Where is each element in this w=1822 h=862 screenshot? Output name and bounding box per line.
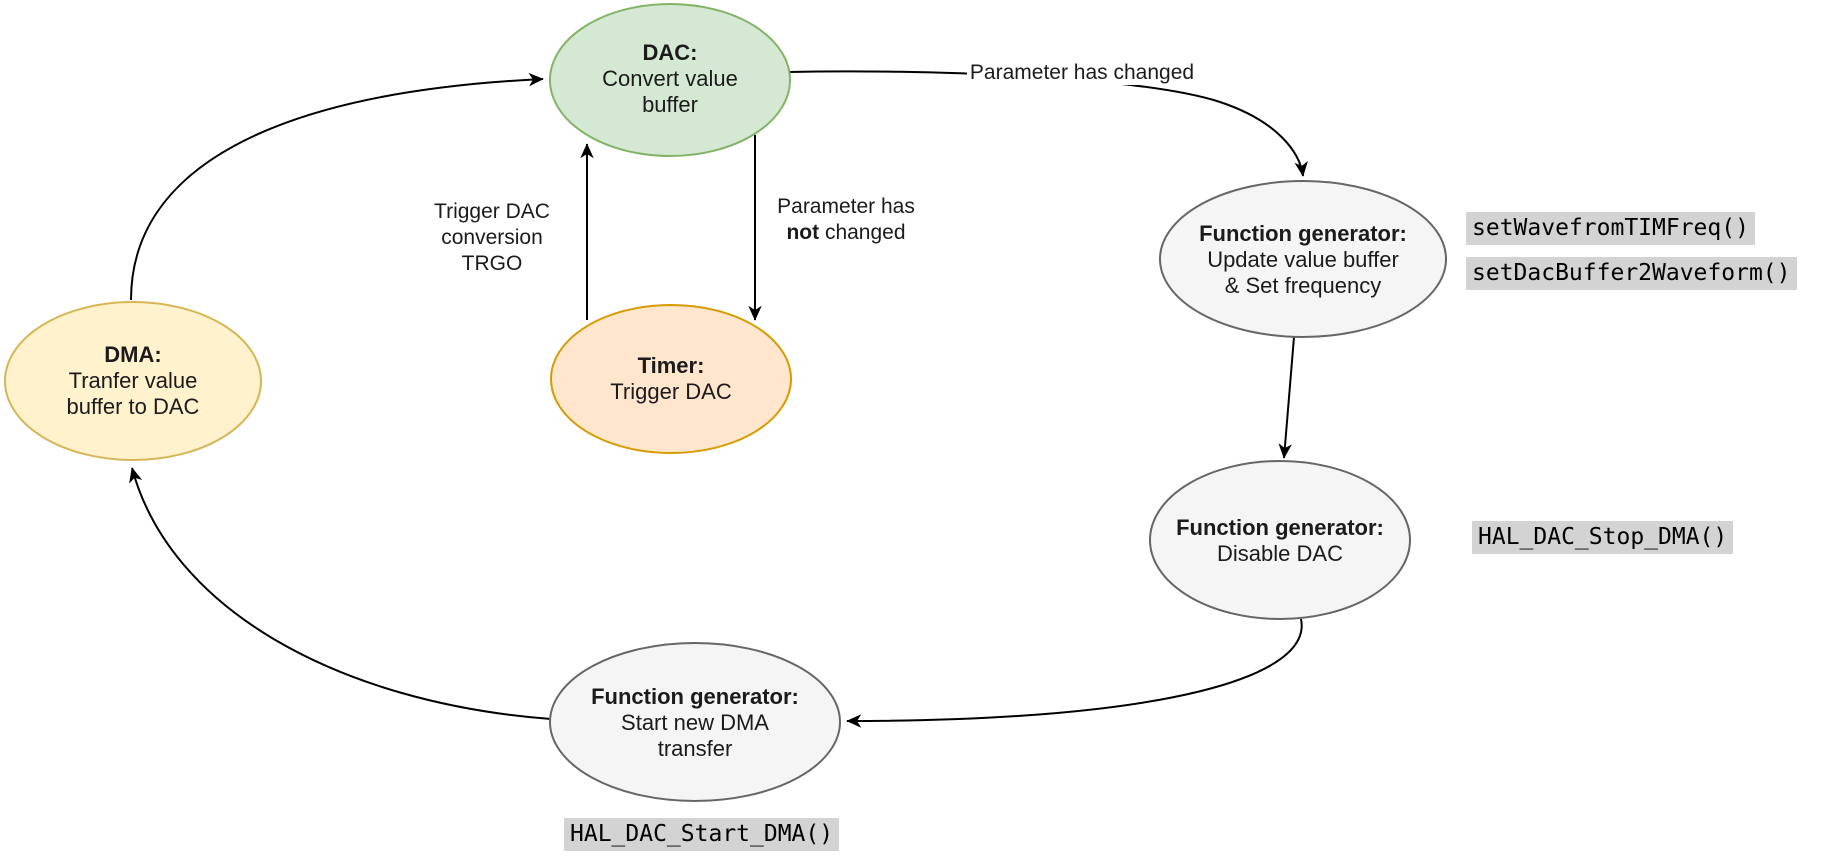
edge-label-line: Parameter has [777,194,915,220]
node-line: transfer [657,736,733,761]
edge-label-trigger-dac-conversion: Trigger DAC conversion TRGO [434,199,550,277]
edge-label-text: changed [819,221,906,244]
node-label-fg-start: Function generator: Start new DMA transf… [591,684,799,762]
node-title: Function generator: [1199,221,1407,246]
node-fg-disable-ellipse [1149,460,1411,620]
node-dac-ellipse [549,3,791,157]
node-line: Tranfer value [68,368,198,393]
arrow-dac-to-fg-update [788,70,1308,177]
node-line: buffer [642,92,698,117]
code-label-set-dac-buffer-2-waveform: setDacBuffer2Waveform() [1466,257,1797,290]
edge-label-parameter-changed: Parameter has changed [966,61,1198,85]
node-label-fg-disable: Function generator: Disable DAC [1176,515,1384,567]
edge-label-text: Parameter has [777,195,915,218]
node-dma-ellipse [4,301,262,461]
node-title: DAC: [642,40,698,65]
node-line: & Set frequency [1224,273,1382,298]
node-title: Function generator: [591,684,799,709]
node-title: Timer: [637,353,705,378]
node-line: Convert value [602,66,738,91]
node-line: Disable DAC [1217,541,1343,566]
arrow-fg-start-to-dma [129,467,552,720]
edge-label-line: Trigger DAC [434,200,550,223]
node-line: Trigger DAC [610,379,732,404]
edge-label-line: conversion [441,226,543,249]
node-line: Start new DMA [621,710,769,735]
code-label-set-wave-from-tim-freq: setWavefromTIMFreq() [1466,212,1755,245]
node-label-fg-update: Function generator: Update value buffer … [1199,221,1407,299]
code-label-hal-dac-start-dma: HAL_DAC_Start_DMA() [564,818,840,851]
node-label-dac: DAC: Convert value buffer [602,40,738,118]
node-fg-start-ellipse [549,642,841,802]
node-title: DMA: [104,342,162,367]
node-line: buffer to DAC [66,394,200,419]
arrow-fg-disable-to-fg-start [846,618,1303,728]
edge-label-line: not changed [777,220,915,246]
arrow-fg-update-to-fg-disable [1278,336,1295,459]
edge-label-line: TRGO [461,252,523,275]
node-title: Function generator: [1176,515,1384,540]
code-label-hal-dac-stop-dma: HAL_DAC_Stop_DMA() [1472,521,1734,554]
arrow-dma-to-dac [130,72,544,301]
node-line: Update value buffer [1207,247,1399,272]
edge-label-parameter-not-changed: Parameter has not changed [777,194,915,246]
edge-label-bold-word: not [786,221,820,244]
node-fg-update-ellipse [1159,180,1447,338]
node-label-timer: Timer: Trigger DAC [610,353,731,405]
node-timer-ellipse [550,304,792,454]
node-label-dma: DMA: Tranfer value buffer to DAC [67,342,200,420]
